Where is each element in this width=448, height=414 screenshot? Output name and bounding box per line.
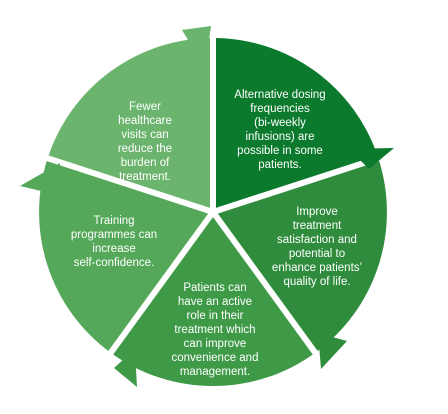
arrow-down-icon — [318, 333, 347, 369]
divider-line — [106, 210, 216, 358]
divider-line — [212, 154, 383, 215]
divider-line — [43, 154, 214, 215]
divider-line — [210, 210, 320, 358]
segment-label-satisfaction: Improve treatment satisfaction and poten… — [271, 206, 363, 288]
segment-active-role — [110, 212, 316, 387]
arrow-left-icon — [20, 163, 60, 195]
segment-training — [39, 158, 213, 353]
segment-label-training: Training programmes can increase self-co… — [70, 215, 158, 269]
segment-dosing — [213, 38, 379, 212]
segment-visits — [47, 38, 213, 212]
segment-label-visits: Fewer healthcare visits can reduce the b… — [117, 101, 173, 183]
arrow-left-icon — [114, 349, 137, 387]
arrow-right-icon — [349, 148, 394, 169]
segment-label-active-role: Patients can have an active role in thei… — [171, 282, 259, 378]
segment-satisfaction — [213, 158, 387, 353]
segment-label-dosing: Alternative dosing frequencies (bi-weekl… — [234, 89, 326, 171]
arrow-up-icon — [182, 26, 211, 68]
